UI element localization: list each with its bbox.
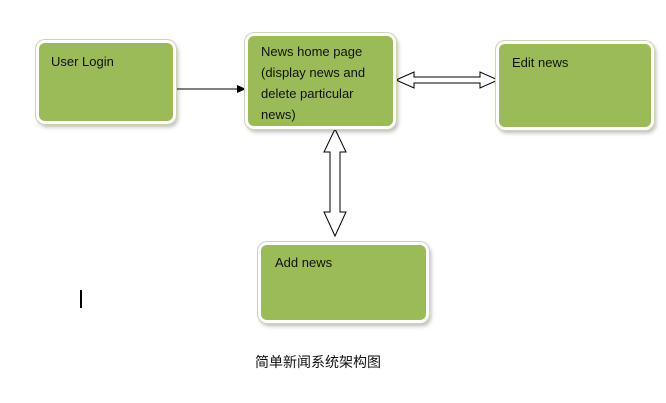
add-news-node: Add news <box>258 242 429 323</box>
user-login-label: User Login <box>51 54 114 69</box>
user-login-node: User Login <box>36 40 176 124</box>
news-home-page-label: News home page (display news and delete … <box>261 44 366 122</box>
edit-news-label: Edit news <box>512 55 569 70</box>
text-cursor <box>80 290 82 308</box>
news-home-page-node: News home page (display news and delete … <box>245 33 396 129</box>
home-edit-double-arrow <box>394 71 500 89</box>
diagram-caption: 简单新闻系统架构图 <box>255 354 381 370</box>
home-add-double-arrow <box>323 127 347 238</box>
add-news-label: Add news <box>275 255 333 270</box>
edit-news-node: Edit news <box>496 41 654 130</box>
